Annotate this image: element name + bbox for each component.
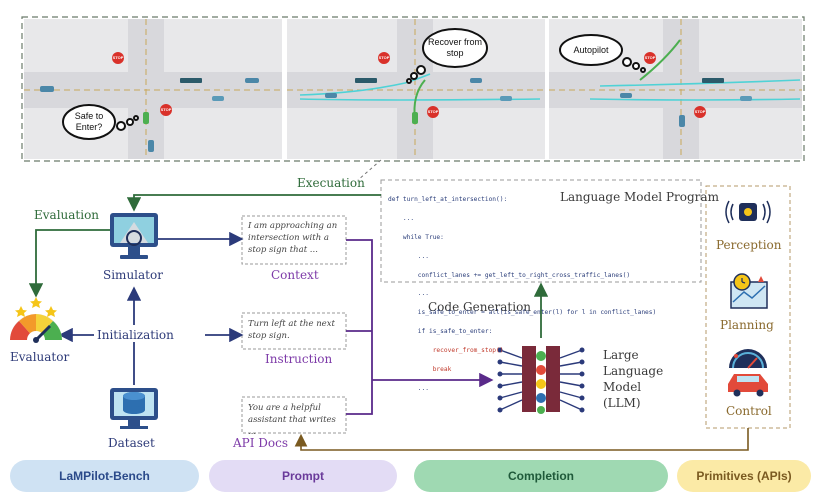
api-docs-text: You are a helpful assistant that writes … xyxy=(248,403,336,437)
program-title: Language Model Program xyxy=(560,190,719,204)
llm-label-line-2: Language xyxy=(603,364,664,378)
context-box xyxy=(241,215,347,265)
context-label: Context xyxy=(271,268,319,282)
llm-network-icon xyxy=(497,346,585,414)
bubble-text-recover-from-stop: Recover from stop xyxy=(428,37,483,58)
context-to-llm-line xyxy=(346,239,373,380)
control-car-icon xyxy=(728,349,768,397)
intersection-scene-1 xyxy=(24,19,282,159)
footer-pill-lampilot-bench: LaMPilot-Bench xyxy=(10,460,199,492)
intersection-scene-2 xyxy=(287,19,545,159)
llm-label-line-4: (LLM) xyxy=(603,396,641,410)
code-generation-label: Code Generation xyxy=(428,300,532,314)
planning-map-icon xyxy=(730,273,768,309)
instruction-label: Instruction xyxy=(265,352,333,366)
evaluator-label: Evaluator xyxy=(10,350,70,364)
code-line: is_safe_to_enter = all(is_safe_enter(l) … xyxy=(388,309,657,317)
simulator-monitor-icon xyxy=(110,213,158,259)
context-text: I am approaching an intersection with a … xyxy=(248,221,338,255)
code-line: ... xyxy=(388,290,429,298)
star-icons xyxy=(15,297,57,317)
instruction-text: Turn left at the next stop sign. xyxy=(248,319,335,341)
dataset-database-icon xyxy=(110,388,158,429)
code-line: recover_from_stop() xyxy=(388,346,504,354)
dataset-label: Dataset xyxy=(108,436,155,450)
llm-label-line-3: Model xyxy=(603,380,642,394)
planning-label: Planning xyxy=(720,318,774,332)
simulator-label: Simulator xyxy=(103,268,163,282)
scene-frame xyxy=(21,16,805,162)
stop-sign-3: STOP xyxy=(378,55,390,60)
code-line: ... xyxy=(388,384,429,392)
thought-bubble-2 xyxy=(406,28,488,84)
program-code: def turn_left_at_intersection(): ... whi… xyxy=(388,186,700,402)
code-line: conflict_lanes += get_left_to_right_cros… xyxy=(388,271,631,279)
footer-pill-completion: Completion xyxy=(414,460,668,492)
initialization-label: Initialization xyxy=(97,328,174,342)
code-line: while True: xyxy=(388,234,444,242)
instruction-box xyxy=(241,312,347,350)
perception-label: Perception xyxy=(716,238,782,252)
footer-pill-primitives: Primitives (APIs) xyxy=(677,460,811,492)
perception-sensor-icon xyxy=(725,200,771,224)
stop-sign-5: STOP xyxy=(644,55,656,60)
code-line: break xyxy=(388,365,452,373)
api-docs-label: API Docs xyxy=(233,436,289,450)
bubble-text-autopilot: Autopilot xyxy=(573,45,609,55)
code-line: ... xyxy=(388,252,429,260)
evaluator-gauge-icon xyxy=(10,314,62,349)
thought-bubble-1 xyxy=(62,104,139,140)
program-box xyxy=(380,179,702,283)
bubble-text-safe-to-enter: Safe to Enter? xyxy=(74,111,104,132)
stop-sign-1: STOP xyxy=(112,55,124,60)
evaluation-arrow xyxy=(28,229,110,298)
code-line: def turn_left_at_intersection(): xyxy=(388,196,508,204)
llm-label-line-1: Large xyxy=(603,348,639,362)
control-label: Control xyxy=(726,404,772,418)
code-line: if is_safe_to_enter: xyxy=(388,328,493,336)
intersection-scene-3 xyxy=(549,19,802,159)
stop-sign-2: STOP xyxy=(160,107,172,112)
footer-pill-prompt: Prompt xyxy=(209,460,397,492)
apidocs-to-llm-line xyxy=(346,380,373,415)
stop-sign-4: STOP xyxy=(427,109,439,114)
thought-bubble-3 xyxy=(559,34,646,73)
execuation-arrow xyxy=(126,194,381,212)
evaluation-label: Evaluation xyxy=(34,208,100,222)
stop-sign-6: STOP xyxy=(694,109,706,114)
api-docs-box xyxy=(241,396,347,434)
execuation-label: Execuation xyxy=(297,176,365,190)
primitives-to-apidocs-arrow xyxy=(294,428,749,451)
code-line: ... xyxy=(388,215,415,223)
